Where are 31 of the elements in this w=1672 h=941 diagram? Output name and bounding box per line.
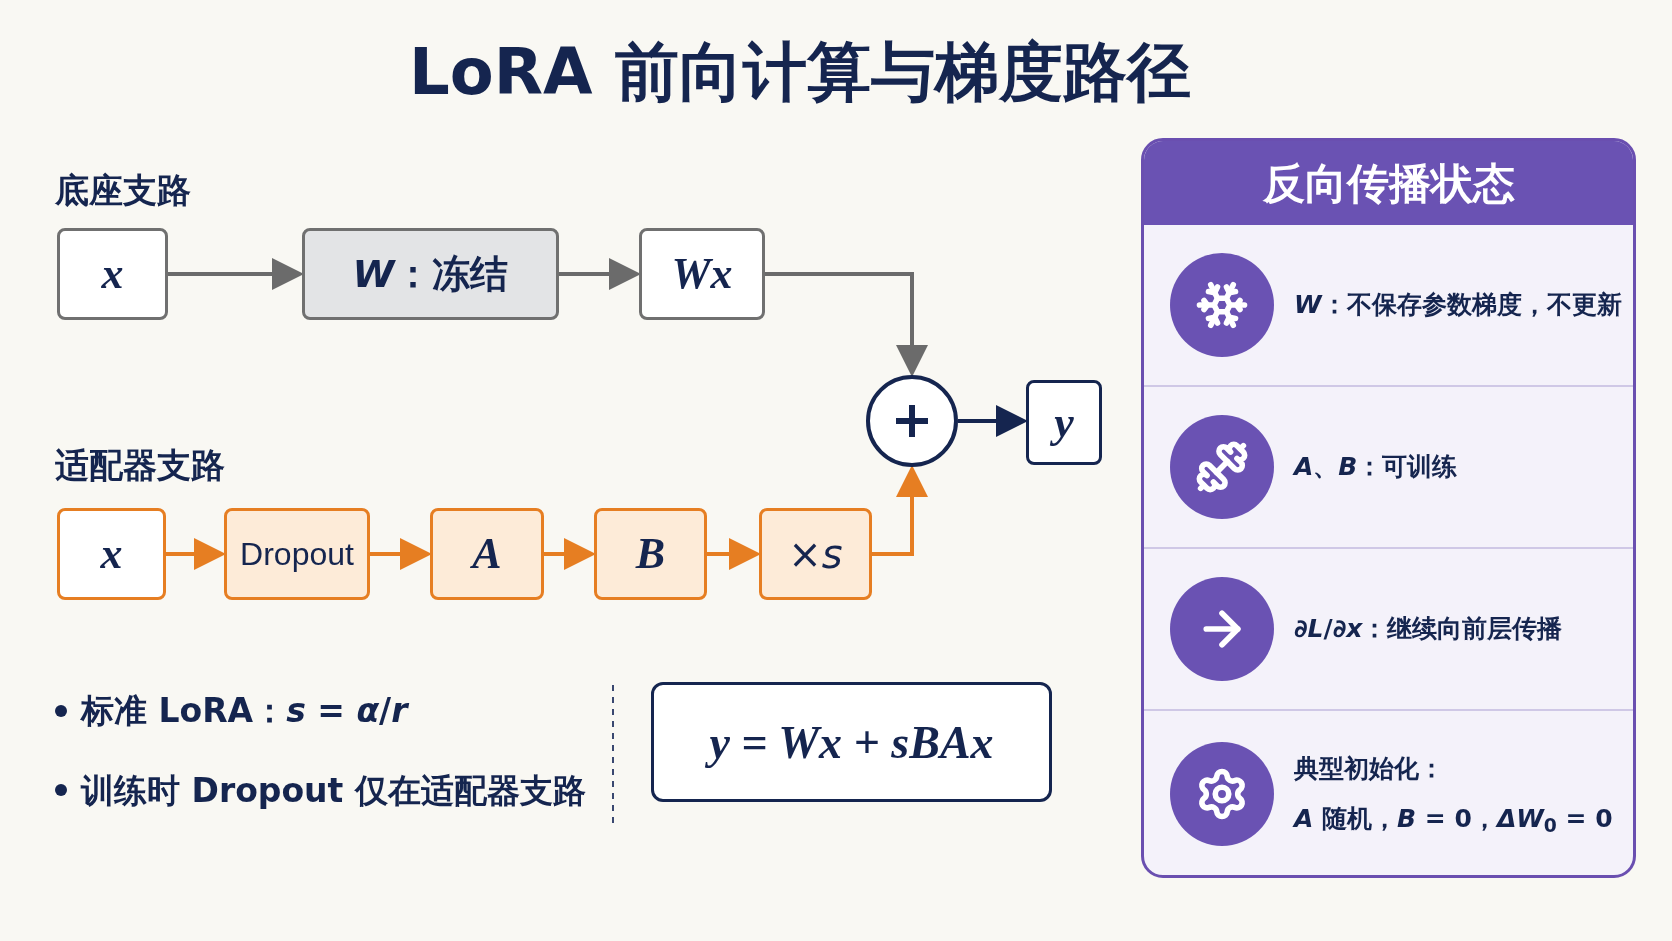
- dropout-box: Dropout: [224, 508, 370, 600]
- arrow: [872, 465, 928, 556]
- arrow: [958, 405, 1028, 437]
- status-text: A 随机，B = 0，ΔW$_{0}$ = 0: [1294, 803, 1614, 838]
- bullet-text: 标准 LoRA：s = α/r: [81, 690, 408, 732]
- arrow: [370, 538, 432, 570]
- formula-box: y = Wx + sBAx: [651, 682, 1052, 802]
- result-box: y: [1026, 380, 1102, 465]
- status-panel: [1141, 138, 1636, 878]
- matrix-box: B: [594, 508, 707, 600]
- input-box: x: [57, 228, 168, 320]
- status-text: ∂L/∂x：继续向前层传播: [1294, 613, 1564, 645]
- arrow: [166, 538, 226, 570]
- input-box: x: [57, 508, 166, 600]
- matrix-box: A: [430, 508, 544, 600]
- panel-header: 反向传播状态: [1144, 141, 1633, 225]
- branch-heading: 适配器支路: [55, 444, 225, 487]
- output-box: Wx: [639, 228, 765, 320]
- diagram-title: LoRA 前向计算与梯度路径: [408, 40, 1192, 104]
- frozen-weight-box: W：冻结: [302, 228, 559, 320]
- arrow: [559, 258, 641, 290]
- arrow: [544, 538, 596, 570]
- status-text: W：不保存参数梯度，不更新: [1294, 289, 1623, 321]
- scale-box: ×s: [759, 508, 872, 600]
- arrow: [707, 538, 761, 570]
- arrow: [168, 258, 304, 290]
- branch-heading: 底座支路: [55, 169, 191, 212]
- arrow: [765, 272, 928, 377]
- status-text: A、B：可训练: [1294, 451, 1459, 483]
- status-text: 典型初始化：: [1294, 753, 1445, 785]
- bullet-text: 训练时 Dropout 仅在适配器支路: [81, 769, 586, 812]
